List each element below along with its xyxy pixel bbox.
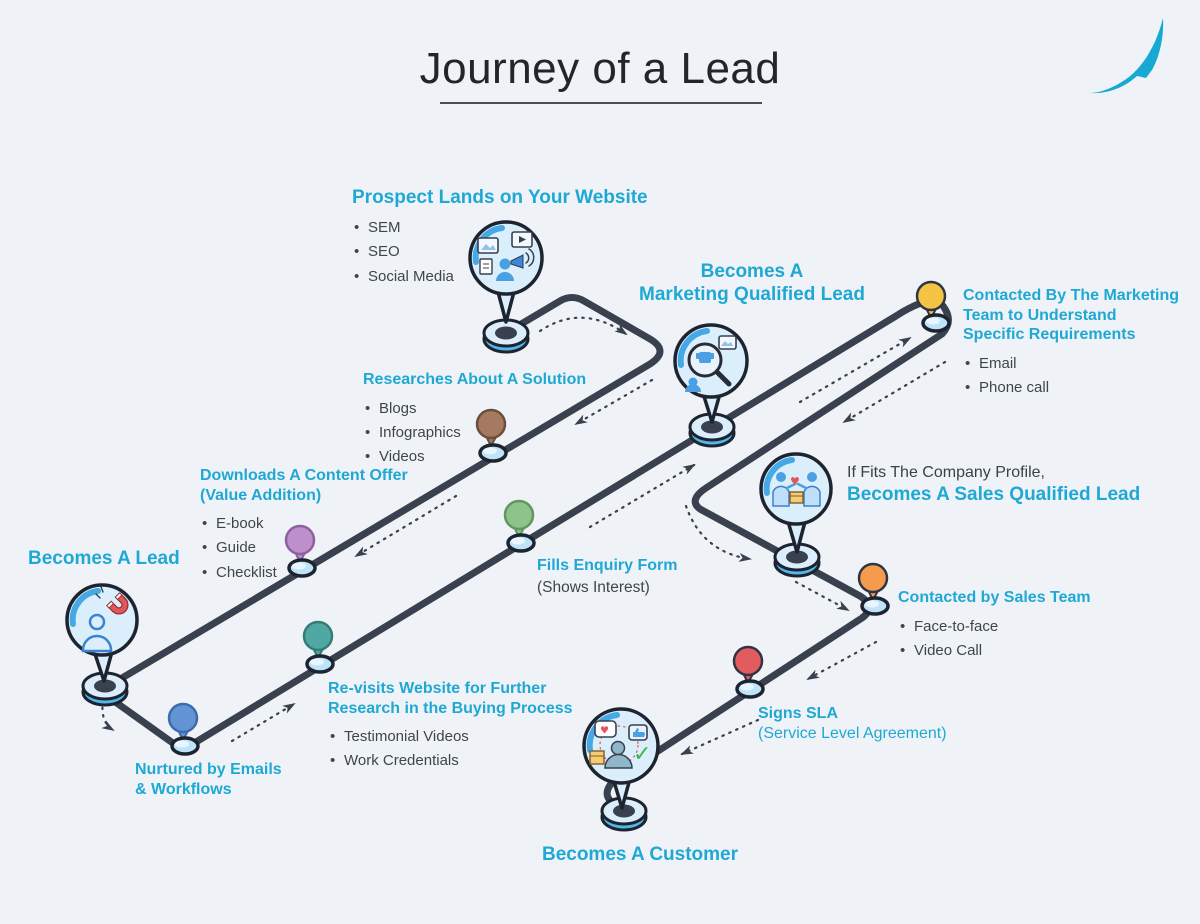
- bullet-list: Email Phone call: [963, 352, 1179, 401]
- page-title: Journey of a Lead: [419, 44, 781, 93]
- milestone-heading: Becomes A Sales Qualified Lead: [847, 483, 1141, 505]
- balloon-customer: ♥ ✓: [582, 707, 660, 810]
- arrow-diagonal2-a: [230, 702, 296, 743]
- bullet-list: Blogs Infographics Videos: [363, 397, 586, 470]
- label-prospect: Prospect Lands on Your Website SEM SEO S…: [352, 186, 648, 289]
- milestone-heading: Researches About A Solution: [363, 371, 587, 388]
- milestone-heading: Downloads A Content Offer: [200, 467, 408, 484]
- bird-logo-icon: [1090, 18, 1164, 94]
- magnet-lead-icon: [81, 586, 129, 653]
- pin-green: [503, 499, 536, 553]
- bullet-list: SEM SEO Social Media: [352, 216, 648, 289]
- arrow-diagonal2-b: [588, 463, 696, 529]
- label-revisit: Re-visits Website for Further Research i…: [328, 679, 573, 774]
- milestone-heading: Prospect Lands on Your Website: [352, 187, 648, 208]
- label-lead: Becomes A Lead: [28, 547, 180, 570]
- label-nurture: Nurtured by Emails & Workflows: [135, 760, 282, 799]
- balloon-lead: [65, 583, 139, 683]
- bullet-list: Testimonial Videos Work Credentials: [328, 725, 573, 774]
- balloon-sql: ♥: [759, 452, 833, 554]
- thumbs-up-icon: [633, 728, 645, 737]
- pin-blue: [167, 702, 200, 756]
- lead-qualification-icon: [685, 335, 737, 392]
- arrow-start-to-corner: [538, 316, 628, 336]
- arrow-diagonal1-a: [574, 378, 654, 426]
- arrow-to-hairpin: [798, 336, 912, 404]
- disc-pins: [81, 318, 821, 832]
- milestone-heading: Re-visits Website for Further: [328, 680, 547, 697]
- bullet-item: E-book: [200, 512, 408, 537]
- label-download: Downloads A Content Offer (Value Additio…: [200, 466, 408, 585]
- disc-pin-start: [482, 318, 530, 354]
- bullet-item: Social Media: [352, 265, 648, 290]
- label-research: Researches About A Solution Blogs Infogr…: [363, 370, 587, 470]
- bullet-item: Face-to-face: [898, 615, 1091, 640]
- happy-customer-icon: ♥ ✓: [589, 720, 651, 769]
- arrow-sql-to-sales: [794, 580, 850, 612]
- pin-teal: [302, 620, 335, 674]
- balloon-mql: [673, 323, 749, 424]
- disc-pin-customer: [600, 796, 648, 832]
- milestone-heading: Fills Enquiry Form: [537, 557, 678, 574]
- pin-orange: [857, 562, 890, 616]
- bullet-item: Phone call: [963, 376, 1179, 401]
- label-marketing-contact: Contacted By The Marketing Team to Under…: [963, 286, 1179, 400]
- milestone-heading: (Value Addition): [200, 486, 322, 504]
- milestone-heading: Research in the Buying Process: [328, 699, 573, 717]
- milestone-heading: Contacted By The Marketing: [963, 287, 1180, 304]
- pin-red: [732, 645, 765, 699]
- milestone-heading: & Workflows: [135, 780, 232, 798]
- label-mql: Becomes A Marketing Qualified Lead: [632, 260, 872, 306]
- milestone-subheading: (Shows Interest): [537, 578, 650, 596]
- bullet-list: E-book Guide Checklist: [200, 512, 408, 585]
- milestone-heading: Specific Requirements: [963, 326, 1136, 344]
- heart-icon: ♥: [600, 726, 609, 737]
- label-sales-contact: Contacted by Sales Team Face-to-face Vid…: [898, 588, 1091, 663]
- milestone-heading: Marketing Qualified Lead: [639, 284, 865, 306]
- arrow-sales-to-sla: [806, 640, 878, 681]
- milestone-heading: Signs SLA: [758, 705, 839, 722]
- bullet-item: Videos: [363, 445, 586, 470]
- bullet-item: Video Call: [898, 639, 1091, 664]
- bullet-item: Infographics: [363, 421, 586, 446]
- milestone-heading: Nurtured by Emails: [135, 761, 282, 778]
- label-enquiry: Fills Enquiry Form (Shows Interest): [537, 556, 677, 597]
- dotted-arrows: [101, 316, 947, 756]
- arrow-from-hairpin: [842, 360, 947, 424]
- bullet-item: Work Credentials: [328, 749, 573, 774]
- bullet-item: SEO: [352, 240, 648, 265]
- milestone-heading: Team to Understand: [963, 306, 1117, 324]
- bullet-item: Testimonial Videos: [328, 725, 573, 750]
- milestone-heading: Contacted by Sales Team: [898, 589, 1091, 606]
- bullet-item: Guide: [200, 536, 408, 561]
- bullet-item: Email: [963, 352, 1179, 377]
- milestone-heading: Becomes A: [700, 261, 804, 282]
- bullet-list: Face-to-face Video Call: [898, 615, 1091, 664]
- arrow-lead-to-nurture: [101, 698, 115, 732]
- bullet-item: Checklist: [200, 561, 408, 586]
- milestone-prefix: If Fits The Company Profile,: [847, 464, 1045, 481]
- milestone-heading: Becomes A Customer: [541, 844, 739, 865]
- bullet-item: SEM: [352, 216, 648, 241]
- heart-icon: ♥: [790, 475, 800, 488]
- milestone-heading: Becomes A Lead: [28, 548, 180, 569]
- arrow-sla-to-customer: [680, 718, 760, 756]
- label-sla: Signs SLA (Service Level Agreement): [758, 704, 947, 743]
- handshake-deal-icon: ♥: [772, 472, 821, 507]
- bullet-item: Blogs: [363, 397, 586, 422]
- label-customer: Becomes A Customer: [530, 843, 750, 866]
- title-underline: [440, 102, 762, 104]
- label-sql: If Fits The Company Profile, Becomes A S…: [847, 463, 1140, 506]
- disc-pin-lead: [81, 671, 129, 707]
- check-icon: ✓: [633, 742, 651, 767]
- pin-yellow: [915, 280, 951, 333]
- milestone-subheading: (Service Level Agreement): [758, 724, 947, 742]
- arrow-corner-to-sql: [684, 504, 752, 562]
- disc-pin-mql: [688, 412, 736, 448]
